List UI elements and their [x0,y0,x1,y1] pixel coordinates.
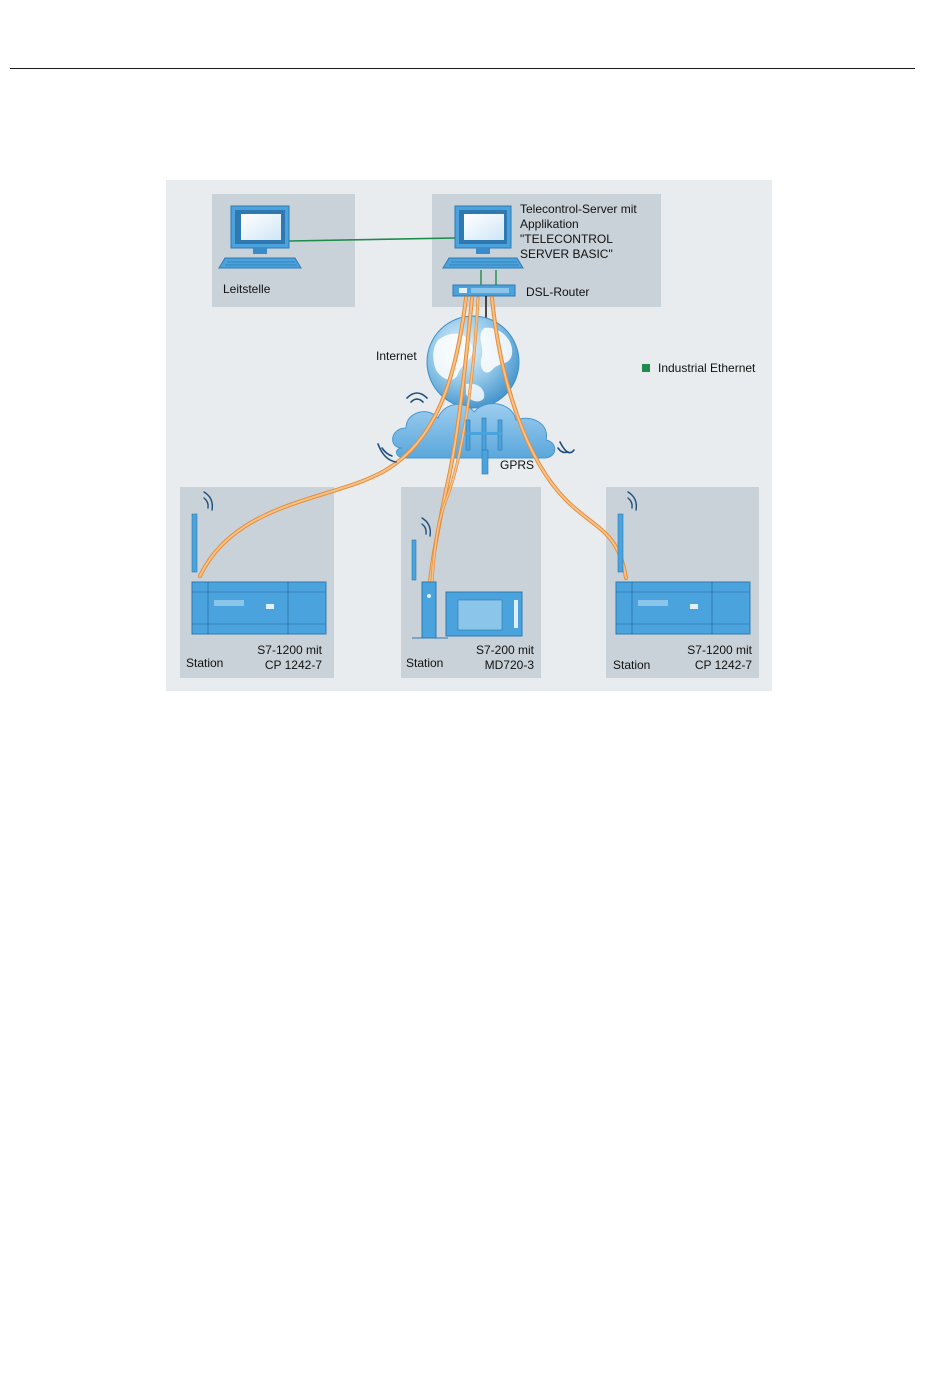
plc-icon [446,592,522,636]
legend-industrial-ethernet: Industrial Ethernet [658,361,755,376]
computer-icon [219,206,301,268]
wireless-signal-icon [422,518,430,536]
station-2-name: Station [406,656,443,671]
station-2-device-line2: MD720-3 [454,658,534,673]
station-2-device-line1: S7-200 mit [454,643,534,658]
industrial-ethernet-link [289,238,455,241]
station-3-device-line2: CP 1242-7 [672,658,752,673]
wireless-signal-icon [204,492,212,510]
station-1-device-line2: CP 1242-7 [242,658,322,673]
dsl-router-label: DSL-Router [526,285,589,300]
server-label-line3: "TELECONTROL [520,232,613,247]
station-1-device-line1: S7-1200 mit [242,643,322,658]
server-label-line1: Telecontrol-Server mit [520,202,637,217]
station-1-name: Station [186,656,223,671]
server-label-line4: SERVER BASIC" [520,247,613,262]
header-rule [10,68,915,69]
telecontrol-network-diagram: Leitstelle Telecontrol-Server mit Applik… [166,180,772,691]
leitstelle-label: Leitstelle [223,282,270,297]
diagram-graphics [166,180,772,691]
internet-label: Internet [376,349,417,364]
station-3-device-line1: S7-1200 mit [672,643,752,658]
wireless-signal-icon [628,492,636,510]
legend-swatch-industrial-ethernet [642,364,650,372]
station-3-name: Station [613,658,650,673]
computer-icon [443,206,523,268]
plc-icon [616,514,750,634]
server-label-line2: Applikation [520,217,579,232]
plc-icon [192,514,326,634]
dsl-router-icon [453,285,515,296]
gprs-label: GPRS [500,458,534,473]
modem-icon [412,540,448,638]
